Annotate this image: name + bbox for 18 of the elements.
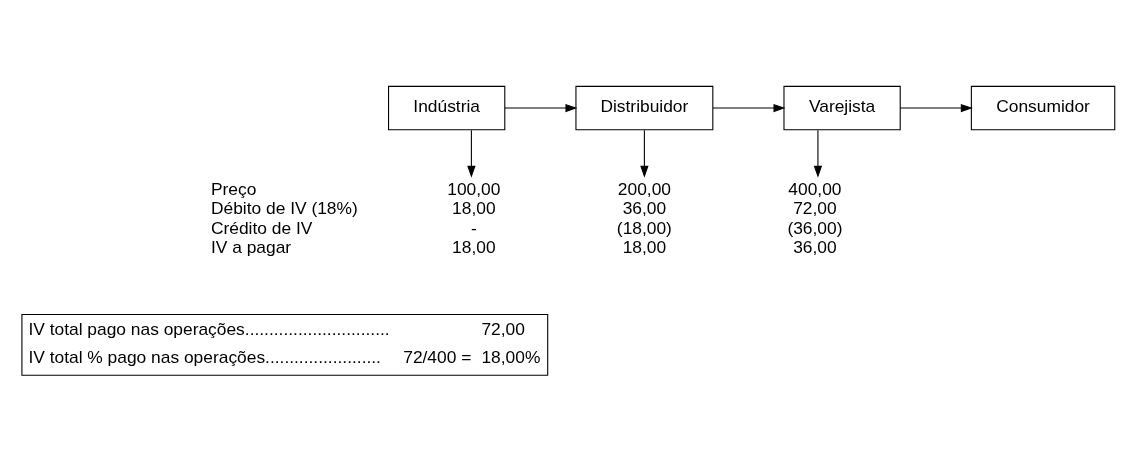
arrow [712, 103, 786, 113]
arrow [813, 129, 823, 178]
node-box: Distribuidor [575, 85, 714, 131]
label: Preço [210, 178, 257, 199]
label: Crédito de IV [210, 217, 313, 238]
arrow [640, 129, 649, 178]
arrow [504, 103, 578, 113]
label: IV a pagar [210, 237, 292, 258]
node-box: Varejista [783, 85, 901, 131]
node-text: 200,00 36,00 (18,00) 18,00 [616, 178, 672, 258]
node-box: Consumidor [970, 85, 1116, 131]
node-text: 400,00 72,00 (36,00) 36,00 [787, 178, 843, 258]
node-text: 100,00 18,00 - 18,00 [447, 178, 501, 258]
node-box: IV total pago nas operações.............................. 72,00 IV total % pago nas operações........................ 72/400 = 18,00% [21, 313, 549, 376]
label: Débito de IV (18%) [210, 198, 358, 219]
node-box: Indústria [388, 85, 506, 131]
arrow [899, 103, 973, 113]
arrow [467, 129, 476, 178]
